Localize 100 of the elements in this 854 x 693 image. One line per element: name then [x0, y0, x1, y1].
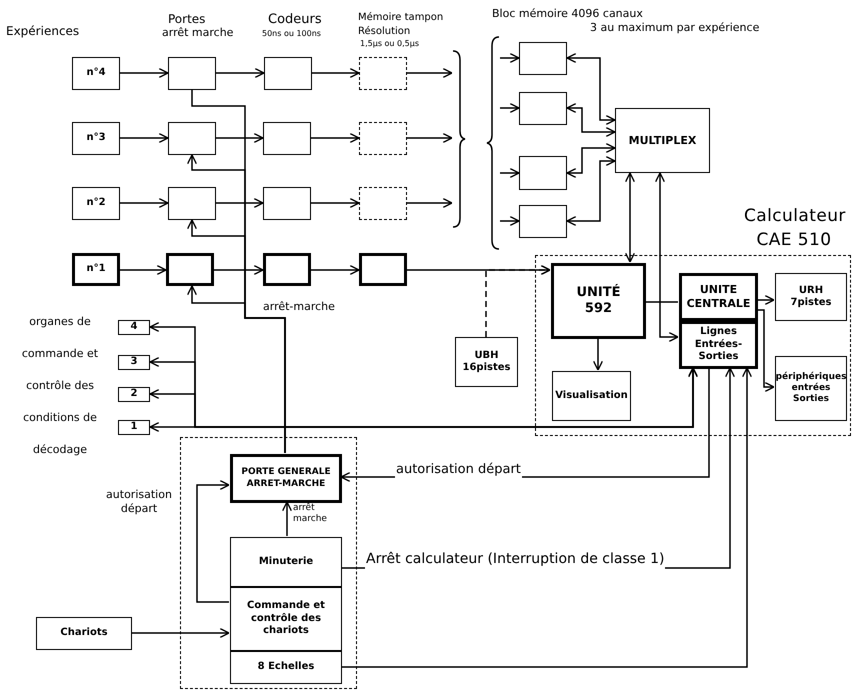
connector-arrow — [566, 142, 616, 178]
block-box — [615, 108, 710, 173]
connector-arrow — [216, 68, 265, 78]
block-box — [230, 537, 342, 587]
connector-arrow — [311, 264, 360, 276]
connector-arrow — [500, 168, 520, 178]
block-label: n°4 — [86, 67, 106, 80]
block-box — [230, 587, 342, 651]
connector-arrow — [500, 102, 520, 114]
block-label: Minuterie — [258, 556, 314, 568]
empty-block — [263, 187, 311, 220]
block-box — [72, 57, 120, 90]
block-label: ARRET-MARCHE — [246, 478, 326, 490]
block-label: 1 — [130, 421, 138, 434]
connector-arrow — [592, 338, 604, 371]
empty-block — [359, 57, 407, 90]
edge-label: Arrêt calculateur (Interruption de classe 1) — [365, 549, 666, 570]
block-label: n°2 — [86, 197, 106, 210]
connector-arrow — [757, 309, 775, 392]
empty-block — [359, 253, 407, 286]
block-label: périphériques entrées Sorties — [776, 372, 846, 406]
block-label: n°3 — [86, 132, 106, 145]
block-label: 4 — [130, 321, 138, 334]
connector-arrow — [624, 172, 636, 263]
block-box — [72, 122, 120, 155]
block-label: 3 — [130, 356, 138, 369]
block-label: MULTIPLEX — [628, 134, 696, 148]
block-box — [455, 337, 518, 387]
empty-block — [264, 57, 312, 90]
block-label: UNITE CENTRALE — [686, 283, 752, 311]
block-label: UNITÉ — [576, 284, 621, 301]
connector-arrow — [407, 132, 453, 144]
header-label: Résolution — [358, 25, 410, 39]
connector-arrow — [120, 132, 169, 144]
header-label: Mémoire tampon — [358, 11, 444, 25]
empty-block — [168, 187, 216, 220]
connector-arrow — [282, 501, 292, 536]
block-label: Lignes Entrées-Sorties — [694, 326, 744, 364]
empty-block — [263, 253, 311, 286]
empty-block — [263, 122, 311, 155]
block-label: PORTE GENERALE — [241, 467, 331, 478]
block-box — [118, 320, 150, 335]
header-label: Portes — [168, 11, 206, 27]
block-box — [679, 273, 758, 321]
block-label: Chariots — [60, 627, 108, 640]
empty-block — [519, 42, 567, 75]
empty-block — [519, 156, 567, 190]
connector-arrow — [566, 156, 616, 226]
connector-arrow — [407, 198, 453, 208]
connector-arrow — [500, 216, 520, 226]
connector-arrow — [120, 264, 167, 276]
block-box — [118, 355, 150, 370]
block-label: 592 — [584, 301, 612, 318]
block-label: URH 7pistes — [789, 284, 832, 310]
block-label: n°1 — [86, 263, 106, 276]
empty-block — [519, 92, 567, 125]
edge-label: autorisation départ — [395, 460, 522, 480]
connector-arrow — [500, 52, 520, 64]
block-box — [230, 651, 342, 684]
connector-arrow — [216, 132, 264, 144]
connector-arrow — [485, 264, 551, 337]
empty-block — [168, 122, 216, 155]
empty-block — [166, 253, 214, 286]
block-label: Visualisation — [555, 390, 628, 402]
block-label: 2 — [130, 388, 138, 401]
connector-arrow — [311, 198, 360, 208]
header-label: 1,5µs ou 0,5µs — [360, 38, 420, 50]
empty-block — [168, 57, 216, 90]
empty-block — [519, 205, 567, 238]
brace — [452, 50, 466, 228]
block-box — [552, 371, 631, 421]
connector-arrow — [120, 198, 169, 208]
block-box — [118, 420, 150, 435]
connector-arrow — [132, 628, 230, 638]
block-box — [775, 356, 847, 421]
header-label: 50ns ou 100ns — [262, 28, 321, 40]
block-box — [551, 263, 646, 339]
block-label: Commande et contrôle des chariots — [246, 600, 326, 638]
block-box — [118, 387, 150, 402]
block-box — [230, 454, 342, 503]
connector-arrow — [214, 264, 264, 276]
header-label: Bloc mémoire 4096 canaux — [492, 6, 643, 22]
block-box — [36, 617, 132, 650]
connector-arrow — [312, 68, 360, 78]
header-label: Codeurs — [268, 11, 322, 29]
connector-arrow — [407, 68, 453, 78]
connector-arrow — [566, 52, 616, 126]
connector-arrow — [654, 172, 679, 342]
block-box — [679, 321, 758, 369]
group-heading: Calculateur CAE 510 — [744, 205, 844, 252]
connector-arrow — [311, 132, 360, 144]
connector-arrow — [196, 480, 230, 603]
block-box — [72, 187, 120, 220]
block-label: UBH 16pistes — [462, 350, 512, 374]
header-label: 3 au maximum par expérience — [590, 20, 760, 36]
empty-block — [359, 122, 407, 155]
connector-arrow — [566, 102, 616, 138]
empty-block — [359, 187, 407, 220]
header-label: arrêt marche — [162, 25, 234, 41]
block-box — [72, 253, 120, 286]
